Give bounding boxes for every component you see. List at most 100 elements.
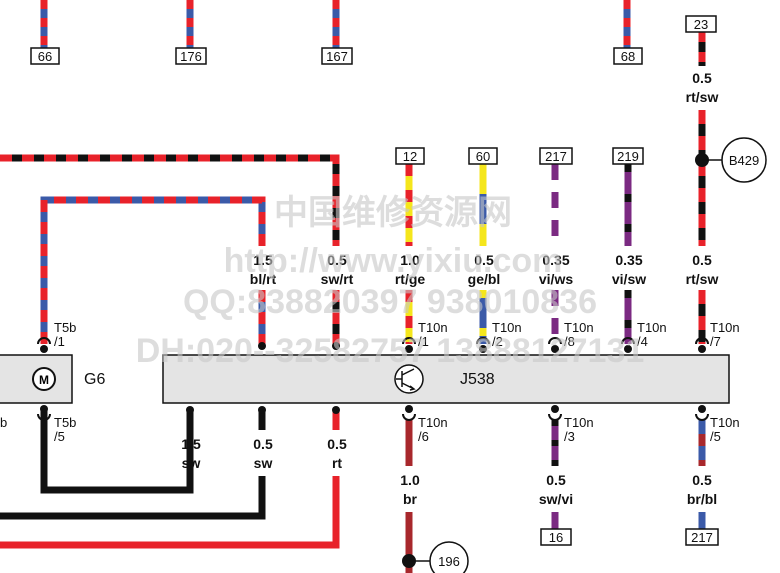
j538-name: J538 xyxy=(460,371,495,388)
wire-label-size: 0.5 xyxy=(692,70,712,86)
wire-label-color: sw/rt xyxy=(321,271,354,287)
pin-label: T10n xyxy=(564,320,594,335)
wire-label-size: 0.5 xyxy=(474,252,494,268)
ref-217-top: 217 xyxy=(545,149,567,164)
wire-label-size: 0.35 xyxy=(542,252,569,268)
ref-12: 12 xyxy=(403,149,417,164)
pin-t5b-5 xyxy=(37,405,51,421)
ref-176: 176 xyxy=(180,49,202,64)
pin-label: T10n xyxy=(637,320,667,335)
pin-label: T5b xyxy=(54,415,76,430)
wire-label-size: 0.5 xyxy=(327,436,347,452)
pin-label: /5 xyxy=(54,429,65,444)
pin-label: /7 xyxy=(710,334,721,349)
wire-label-color: rt/sw xyxy=(686,271,719,287)
ref-167: 167 xyxy=(326,49,348,64)
pin-label: /2 xyxy=(492,334,503,349)
wire-sw-ground xyxy=(0,476,266,520)
wire-label-size: 1.5 xyxy=(253,252,273,268)
wire-label-color: rt/ge xyxy=(395,271,426,287)
wire-label-size: 0.5 xyxy=(692,472,712,488)
pin-label: T10n xyxy=(418,415,448,430)
reference-boxes: 66 176 167 68 23 12 60 217 219 16 217 B4… xyxy=(30,15,767,573)
circle-ref-196-label: 196 xyxy=(438,554,460,569)
pin-label: /5 xyxy=(710,429,721,444)
pin-j538-sw1 xyxy=(186,406,194,414)
motor-symbol-label: M xyxy=(39,373,49,387)
pin-j538-rt xyxy=(332,406,340,414)
wire-label-color: vi/sw xyxy=(612,271,646,287)
pin-j538-sw2 xyxy=(258,406,266,414)
wire-label-color: br xyxy=(403,491,418,507)
wire-label-size: 1.5 xyxy=(181,436,201,452)
wire-label-size: 0.5 xyxy=(327,252,347,268)
pin-t10n-8 xyxy=(548,337,562,353)
pin-label: T10n xyxy=(418,320,448,335)
pin-labels: T5b /1 T5b /5 b T10n /1 T10n /2 T10n /8 … xyxy=(0,320,740,444)
pin-label: /1 xyxy=(418,334,429,349)
wire-label-size: 0.5 xyxy=(253,436,273,452)
pin-t10n-3 xyxy=(548,405,562,421)
circle-ref-b429 xyxy=(721,137,767,183)
ref-60: 60 xyxy=(476,149,490,164)
wire-label-size: 1.0 xyxy=(400,252,420,268)
wire-blrt-path-stripe xyxy=(40,196,266,344)
wire-labels: 0.5 rt/sw 0.5 rt/sw 1.5 bl/rt 0.5 sw/rt … xyxy=(181,70,718,507)
wire-label-color: rt/sw xyxy=(686,89,719,105)
pin-t10n-1 xyxy=(402,337,416,353)
j538-body xyxy=(162,354,730,404)
pin-label: T5b xyxy=(54,320,76,335)
pin-label: T10n xyxy=(710,320,740,335)
watermark-line: 中国维修资源网 xyxy=(274,194,512,232)
component-j538: J538 xyxy=(162,354,730,404)
pin-label: /6 xyxy=(418,429,429,444)
ref-23: 23 xyxy=(694,17,708,32)
circle-ref-196 xyxy=(429,541,469,573)
pin-label: /4 xyxy=(637,334,648,349)
ref-219: 219 xyxy=(617,149,639,164)
pin-t5b-1 xyxy=(37,337,51,353)
pin-label: b xyxy=(0,415,7,430)
wire-label-color: sw/vi xyxy=(539,491,573,507)
wire-g6-ground xyxy=(40,410,194,494)
pin-label: /8 xyxy=(564,334,575,349)
ref-68: 68 xyxy=(621,49,635,64)
g6-name: G6 xyxy=(84,371,105,388)
pin-t10n-4 xyxy=(621,337,635,353)
circle-ref-b429-label: B429 xyxy=(729,153,759,168)
wire-label-color: sw xyxy=(254,455,273,471)
wires xyxy=(0,0,706,573)
motor-icon xyxy=(32,367,56,391)
wire-rt-supply xyxy=(0,476,340,549)
wire-label-size: 0.35 xyxy=(615,252,642,268)
ref-66: 66 xyxy=(38,49,52,64)
watermark: 中国维修资源网 http://www.yixiu.com QQ:83882039… xyxy=(136,194,645,370)
watermark-line: DH:020--32582757 13888127131 xyxy=(136,332,645,370)
watermark-line: http://www.yixiu.com xyxy=(224,242,563,280)
pin-label: T10n xyxy=(492,320,522,335)
wire-label-size: 0.5 xyxy=(546,472,566,488)
pin-t10n-5 xyxy=(695,405,709,421)
wire-label-color: br/bl xyxy=(687,491,717,507)
wire-swrt-path-stripe xyxy=(0,154,340,246)
pin-t10n-2 xyxy=(476,337,490,353)
wire-label-size: 1.0 xyxy=(400,472,420,488)
wire-label-size: 0.5 xyxy=(692,252,712,268)
pin-j538-blrt xyxy=(258,342,266,350)
pin-label: /3 xyxy=(564,429,575,444)
pins xyxy=(37,153,722,568)
watermark-line: QQ:838820397 938010836 xyxy=(183,283,597,321)
component-g6: M G6 xyxy=(0,354,105,404)
wire-label-color: bl/rt xyxy=(250,271,277,287)
pin-label: T10n xyxy=(564,415,594,430)
pin-t10n-7 xyxy=(695,337,709,353)
wire-label-color: ge/bl xyxy=(468,271,501,287)
pin-label: T10n xyxy=(710,415,740,430)
pin-t10n-6 xyxy=(402,405,416,421)
wire-label-color: vi/ws xyxy=(539,271,573,287)
wire-label-color: rt xyxy=(332,455,342,471)
ref-217-bottom: 217 xyxy=(691,530,713,545)
ref-16: 16 xyxy=(549,530,563,545)
transistor-symbol xyxy=(396,368,416,391)
